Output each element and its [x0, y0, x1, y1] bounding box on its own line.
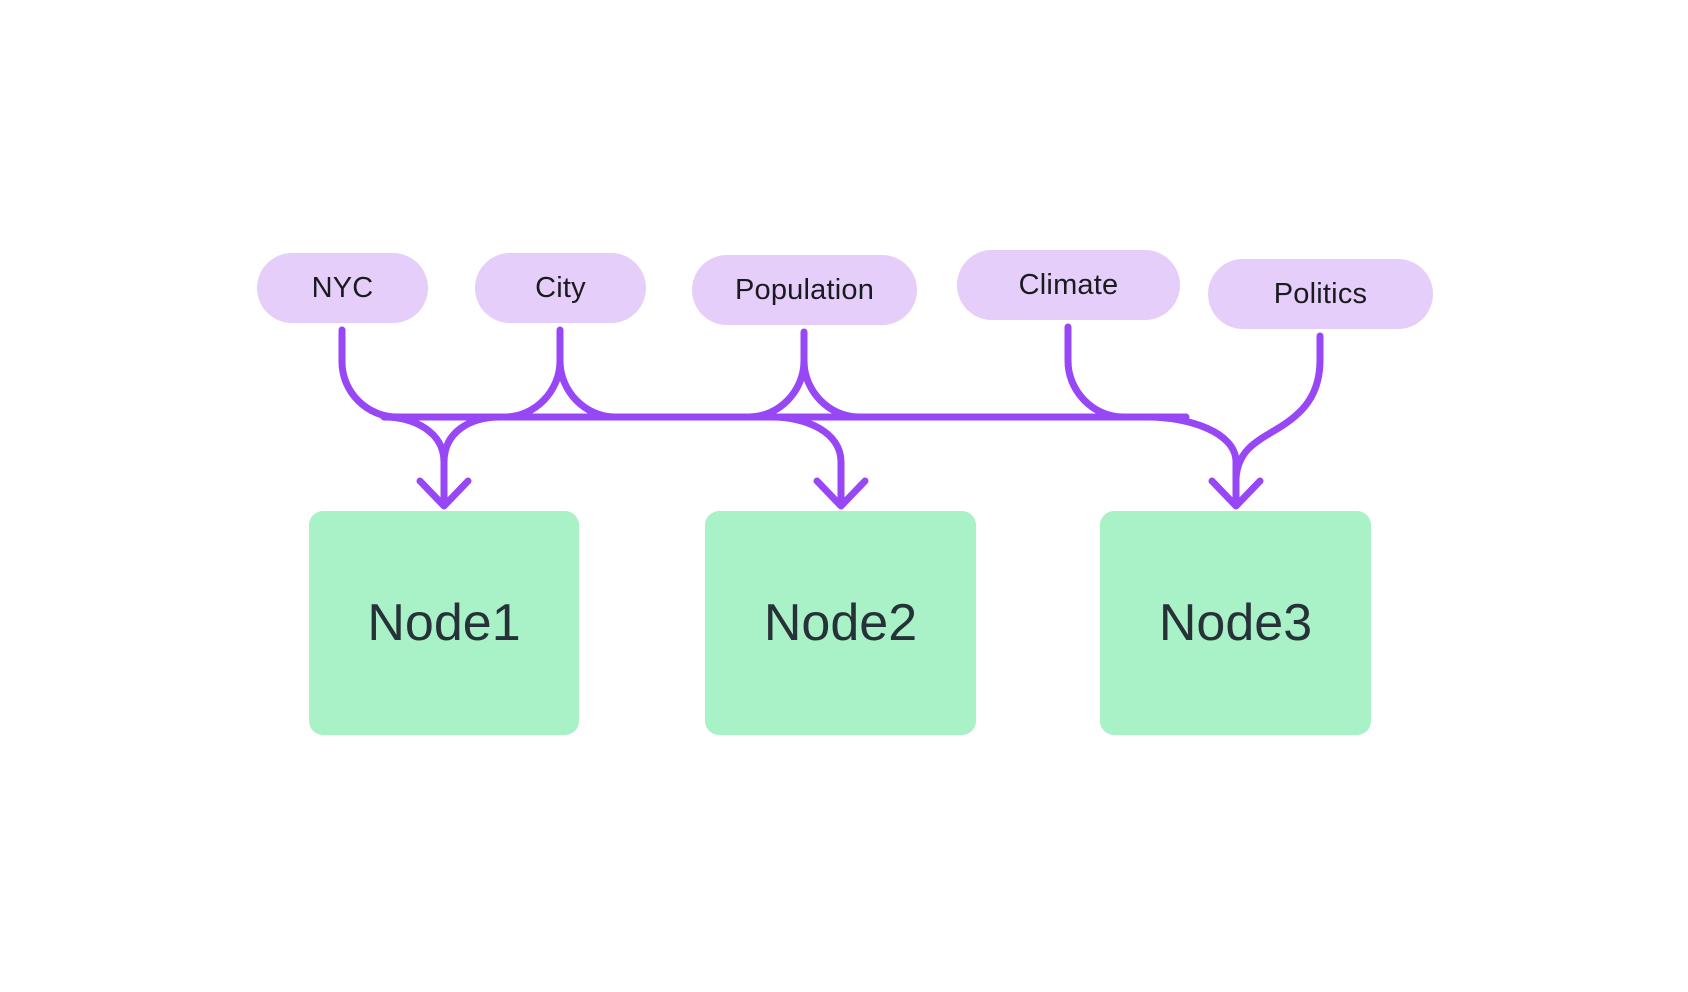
- node-3[interactable]: Node3: [1100, 511, 1371, 735]
- stem-node2: [768, 413, 845, 504]
- edge-population-branch-right: [800, 357, 872, 421]
- stem-node1-right-entry: [440, 413, 504, 466]
- label-pill-city[interactable]: City: [475, 253, 646, 323]
- arrowhead-node1: [416, 477, 472, 510]
- edge-population-branch-left: [736, 357, 808, 421]
- edge-politics-tail: [1232, 332, 1324, 500]
- edge-climate-tail: [1064, 323, 1138, 421]
- node-2[interactable]: Node2: [705, 511, 976, 735]
- stem-node3: [1144, 413, 1240, 504]
- label-pill-population[interactable]: Population: [692, 255, 917, 325]
- edge-city-branch-right: [556, 357, 632, 421]
- edge-city-branch-left: [488, 357, 564, 421]
- arrowhead-node3: [1208, 477, 1264, 510]
- node-1[interactable]: Node1: [309, 511, 579, 735]
- edge-nyc-tail: [338, 326, 401, 421]
- arrowhead-node2: [813, 477, 869, 510]
- label-pill-nyc[interactable]: NYC: [257, 253, 428, 323]
- label-pill-climate[interactable]: Climate: [957, 250, 1180, 320]
- label-pill-politics[interactable]: Politics: [1208, 259, 1433, 329]
- stem-node1-left-entry: [380, 413, 448, 504]
